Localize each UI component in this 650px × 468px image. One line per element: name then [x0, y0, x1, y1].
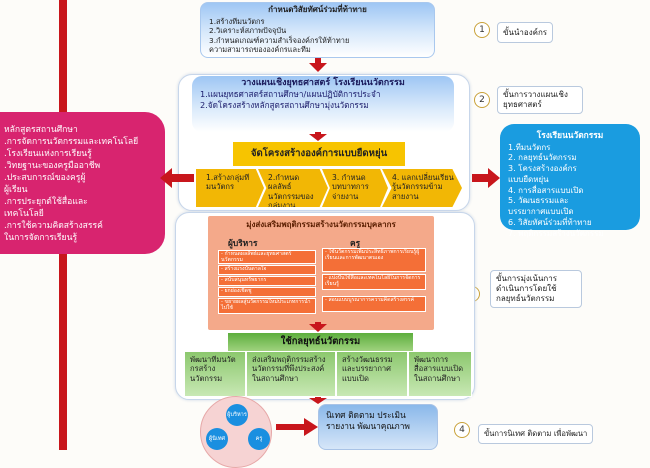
teacher-item: - แบ่งปันใช้สื่อและเทคโนโลยีในการจัดการเ… — [322, 274, 426, 290]
strategy-box-3: สร้างวัฒนธรรมและบรรยากาศแบบเปิด — [336, 351, 408, 397]
chevron-step-3: 3. กำหนดบทบาทการจ่ายงาน — [322, 169, 388, 207]
personnel-title: มุ่งส่งเสริมพฤติกรรมสร้างนวัตกรรมบุคลากร — [246, 220, 396, 229]
strategy-line: 2.จัดโครงสร้างหลักสูตรสถานศึกษามุ่งนวัตก… — [200, 99, 369, 110]
step-label-1: ขั้นนำองค์กร — [497, 22, 554, 43]
curriculum-line: .ประสบการณ์ของครูผู้ — [4, 173, 86, 183]
curriculum-line: ในการจัดการเรียนรู้ — [4, 233, 78, 243]
vision-line: 1.สร้างทีมนวัตกร — [209, 17, 265, 26]
step-label-3-text: ขั้นการมุ่งเน้นการดำเนินการโดยใช้กลยุทธ์… — [496, 274, 558, 303]
vision-title: กำหนดวิสัยทัศน์ร่วมที่ท้าทาย — [268, 5, 367, 14]
chevron-step-2: 2.กำหนดผลลัพธ์ นวัตกรรมของกลุ่มงาน — [258, 169, 328, 207]
arrow-cycle-to-eval — [276, 418, 318, 436]
cycle-node-teacher: ครู — [248, 428, 270, 450]
flex-structure-title: จัดโครงสร้างองค์การแบบยืดหยุ่น — [233, 142, 405, 166]
admin-item: - กำหนดผลลัพธ์และยุทธศาสตร์นวัตกรรม — [218, 250, 316, 264]
step-label-3: ขั้นการมุ่งเน้นการดำเนินการโดยใช้กลยุทธ์… — [490, 270, 582, 308]
step-label-4: ขั้นการนิเทศ ติดตาม เพื่อพัฒนา — [478, 424, 594, 444]
curriculum-line: เทคโนโลยี — [4, 209, 44, 219]
innovation-school-item: 1.ทีมนวัตกร — [508, 142, 551, 152]
step-number-1: 1 — [474, 22, 490, 38]
innovation-school-item: 6. วิสัยทัศน์ร่วมที่ท้าทาย — [508, 218, 592, 228]
flow-arrow-stem — [315, 58, 321, 64]
curriculum-line: .วิทยฐานะของครูมืออาชีพ — [4, 161, 101, 171]
strategy-header: วางแผนเชิงยุทธศาสตร์ โรงเรียนนวัตกรรม 1.… — [192, 76, 454, 132]
innovation-school-item: 7. พฤติกรรมสร้างนวัตกรรม — [508, 228, 604, 238]
innovation-school-item: 2. กลยุทธ์นวัตกรรม — [508, 153, 577, 163]
strategy-box-2: ส่งเสริมพฤติกรรมสร้างนวัตกรรมที่พึงประสง… — [246, 351, 336, 397]
step-number-2: 2 — [474, 92, 490, 108]
step-label-2: ขั้นการวางแผนเชิงยุทธศาสตร์ — [497, 86, 583, 114]
innovation-school-item: 3. โครงสร้างองค์กร — [508, 164, 577, 174]
strategy-box-1: พัฒนาทีมนวัตกรสร้างนวัตกรรม — [184, 351, 246, 397]
admin-item: - สร้างแรงบันดาลใจ — [218, 265, 316, 275]
strategy-box-4: พัฒนาการสื่อสารแบบเปิดในสถานศึกษา — [408, 351, 472, 397]
curriculum-line: .โรงเรียนแห่งการเรียนรู้ — [4, 149, 92, 159]
evaluation-box: นิเทศ ติดตาม ประเมิน รายงาน พัฒนาคุณภาพ — [318, 404, 438, 450]
step-number-4: 4 — [454, 422, 470, 438]
vision-box: กำหนดวิสัยทัศน์ร่วมที่ท้าทาย 1.สร้างทีมน… — [200, 2, 435, 58]
curriculum-line: .การใช้ความคิดสร้างสรรค์ — [4, 221, 103, 231]
innovation-school-item: บรรยากาศแบบเปิด — [508, 207, 574, 217]
curriculum-line: .การประยุกต์ใช้สื่อและ — [4, 197, 88, 207]
evaluation-line: นิเทศ ติดตาม ประเมิน — [326, 410, 406, 420]
curriculum-panel: หลักสูตรสถานศึกษา .การจัดการนวัตกรรมและเ… — [0, 112, 165, 254]
arrow-to-innovation-school — [472, 168, 500, 188]
cycle-node-admin: ผู้บริหาร — [226, 404, 248, 426]
admin-item: - ยกย่องเชิดชู — [218, 287, 316, 297]
innovation-school-item: 4. การสื่อสารแบบเปิด — [508, 185, 584, 195]
evaluation-line: รายงาน พัฒนาคุณภาพ — [326, 420, 410, 431]
innovation-school-title: โรงเรียนนวัตกรรม — [536, 130, 604, 140]
left-connector-bar-lower — [59, 254, 67, 450]
vision-line: ความสามารถขององค์กรและทีม — [209, 44, 311, 54]
teacher-item: - สอนแบบบูรณาการความคิดสร้างสรรค์ — [322, 296, 426, 312]
curriculum-line: ผู้เรียน — [4, 185, 28, 195]
flow-arrow-down — [309, 134, 327, 141]
teacher-item: - ใช้นวัตกรรมเพิ่มประสิทธิภาพการเรียนรู้… — [322, 248, 426, 272]
cycle-node-supervisor: ผู้นิเทศ — [206, 428, 228, 450]
strategies-title: ใช้กลยุทธ์นวัตกรรม — [228, 333, 413, 351]
admin-item: - สนับสนุนทรัพยากร — [218, 276, 316, 286]
admin-column-head: ผู้บริหาร — [228, 238, 258, 248]
admin-item: - ขยายผลสู่นวัตกรรมใหม่ประเภทการนำไปใช้ — [218, 298, 316, 314]
vision-line: 3.กำหนดเกณฑ์ความสำเร็จองค์กรให้ท้าทาย — [209, 35, 350, 45]
teacher-column-head: ครู — [350, 238, 361, 248]
vision-line: 2.วิเคราะห์สภาพปัจจุบัน — [209, 26, 287, 36]
chevron-step-4: 4. แลกเปลี่ยนเรียนรู้นวัตกรรมข้ามสายงาน — [382, 169, 462, 207]
innovation-school-panel: โรงเรียนนวัตกรรม 1.ทีมนวัตกร 2. กลยุทธ์น… — [500, 124, 640, 238]
curriculum-line: หลักสูตรสถานศึกษา — [4, 125, 78, 135]
chevron-step-1: 1.สร้างกลุ่มทีมนวัตกร — [196, 169, 264, 207]
left-connector-bar — [59, 0, 67, 112]
curriculum-line: .การจัดการนวัตกรรมและเทคโนโลยี — [4, 137, 139, 147]
strategy-line: 1.แผนยุทธศาสตร์สถานศึกษา/แผนปฏิบัติการปร… — [200, 89, 381, 100]
flow-arrow-down — [309, 398, 327, 404]
innovation-school-item: 5. วัฒนธรรมและ — [508, 196, 569, 206]
step-label-2-text: ขั้นการวางแผนเชิงยุทธศาสตร์ — [503, 90, 568, 109]
arrow-to-left-panel — [160, 168, 194, 188]
innovation-school-item: แบบยืดหยุ่น — [508, 174, 549, 184]
flow-arrow-down — [309, 63, 327, 72]
flow-arrow-down — [309, 324, 327, 332]
strategy-title: วางแผนเชิงยุทธศาสตร์ โรงเรียนนวัตกรรม — [241, 78, 405, 88]
